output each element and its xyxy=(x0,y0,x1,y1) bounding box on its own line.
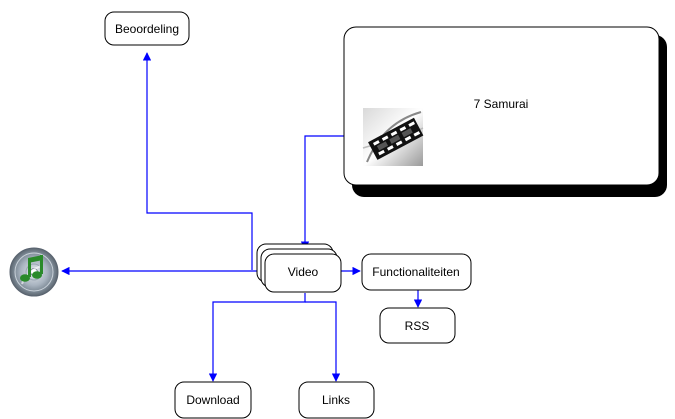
node-rss[interactable]: RSS xyxy=(379,307,456,344)
connector-video-download xyxy=(208,293,306,382)
node-beoordeling-label: Beoordeling xyxy=(115,22,179,36)
node-video-label: Video xyxy=(288,265,319,279)
itunes-music-icon[interactable] xyxy=(9,247,59,297)
node-video[interactable]: Video xyxy=(256,243,342,293)
node-download[interactable]: Download xyxy=(174,381,252,419)
video-stack-front xyxy=(264,253,342,293)
node-download-label: Download xyxy=(186,393,239,407)
node-functionaliteiten-label: Functionaliteiten xyxy=(372,265,459,279)
node-functionaliteiten[interactable]: Functionaliteiten xyxy=(361,253,472,291)
connector-video-beoordeling xyxy=(142,52,253,270)
connector-video-links xyxy=(305,301,341,382)
card-title: 7 Samurai xyxy=(474,97,529,111)
node-links[interactable]: Links xyxy=(298,381,375,419)
film-reel-icon xyxy=(362,108,424,166)
node-rss-label: RSS xyxy=(405,319,430,333)
node-links-label: Links xyxy=(322,393,350,407)
node-beoordeling[interactable]: Beoordeling xyxy=(104,11,190,46)
